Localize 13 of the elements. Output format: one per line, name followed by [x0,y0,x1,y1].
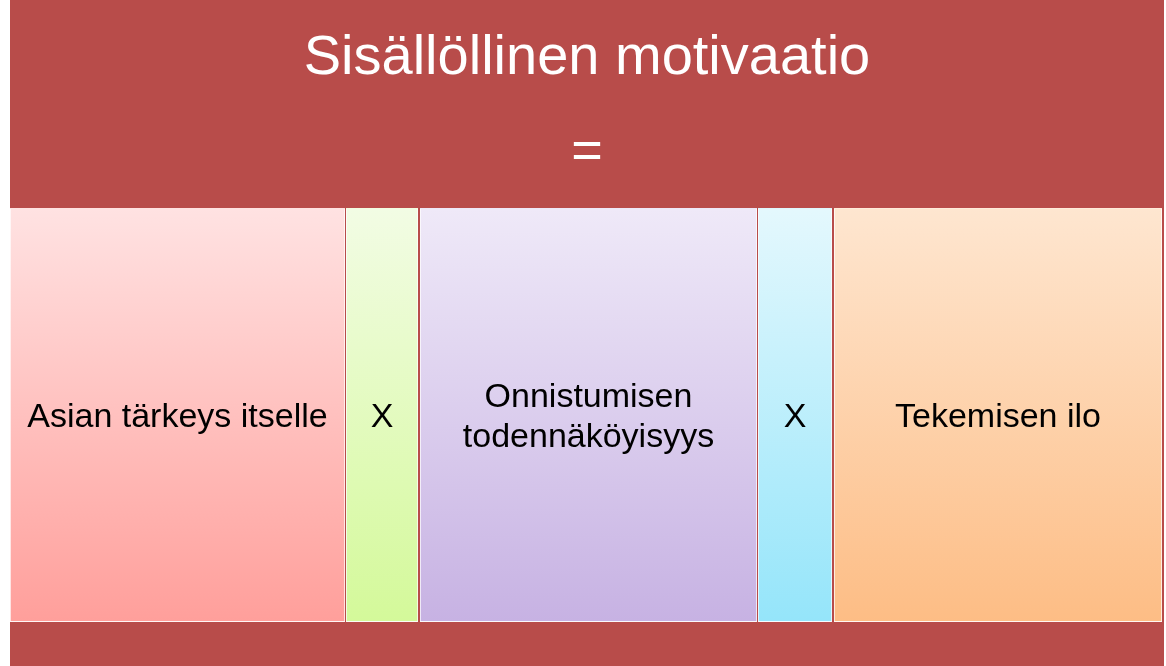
multiply-sign: X [369,394,395,436]
operator-panel [758,208,832,622]
title-text: Sisällöllinen motivaatio [302,22,872,87]
title-banner [10,0,1164,666]
multiply-sign: X [782,394,808,436]
factor-panel [420,208,757,622]
factor-label: Tekemisen ilo [894,394,1102,436]
factor-panel [10,208,345,622]
factor-label: Asian tärkeys itselle [26,394,329,436]
factor-label: Onnistumisen todennäköyisyys [461,374,716,456]
operator-panel [346,208,418,622]
equals-sign: = [570,118,604,180]
factor-panel [834,208,1162,622]
